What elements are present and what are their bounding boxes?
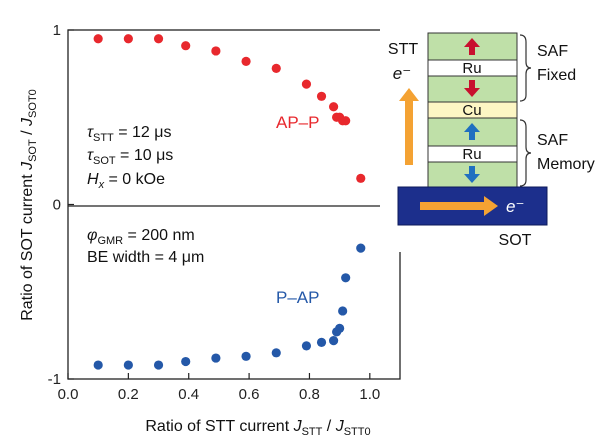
- x-tick-label: 0.0: [58, 386, 79, 403]
- series-ap-p: [93, 34, 366, 183]
- saf-fixed-sublabel: Fixed: [537, 67, 576, 84]
- layer-label-cu: Cu: [462, 102, 481, 119]
- data-point-p-ap: [211, 353, 221, 363]
- y-axis-label: Ratio of SOT current JSOT / JSOT0: [19, 89, 39, 321]
- layer-label-ru-bottom: Ru: [462, 146, 481, 163]
- magnetization-arrow-down-red-icon: [464, 80, 480, 97]
- stt-current-arrow-icon: [399, 88, 419, 165]
- annotation-tau-stt: τSTT = 12 μs: [87, 124, 171, 144]
- data-point-p-ap: [241, 351, 251, 361]
- data-point-p-ap: [341, 273, 351, 283]
- annotation-be-width: BE width = 4 μm: [87, 249, 204, 266]
- data-point-ap-p: [329, 102, 339, 112]
- data-point-ap-p: [153, 34, 164, 44]
- x-tick-label: 0.8: [299, 386, 320, 403]
- brace-saf-memory: [519, 119, 532, 187]
- data-point-ap-p: [301, 79, 312, 89]
- data-point-ap-p: [316, 91, 327, 101]
- x-tick-label: 0.6: [239, 386, 260, 403]
- y-tick-label: -1: [48, 371, 61, 388]
- plot-area: [67, 29, 401, 380]
- stt-electron-label: e⁻: [393, 64, 411, 83]
- data-point-ap-p: [356, 173, 366, 183]
- sot-label: SOT: [499, 232, 532, 249]
- data-point-p-ap: [335, 323, 345, 333]
- data-point-p-ap: [93, 360, 103, 370]
- brace-saf-fixed: [519, 34, 532, 102]
- data-point-ap-p: [271, 63, 281, 73]
- sot-electron-label: e⁻: [506, 197, 524, 216]
- magnetization-arrow-down-blue-icon: [464, 166, 480, 183]
- x-axis-ticks: 0.0 0.2 0.4 0.6 0.8 1.0: [58, 373, 380, 403]
- data-point-p-ap: [329, 336, 339, 346]
- x-tick-label: 1.0: [359, 386, 380, 403]
- series-label-ap-p: AP–P: [276, 113, 319, 132]
- saf-memory-label: SAF: [537, 132, 568, 149]
- layer-label-ru-top: Ru: [462, 60, 481, 77]
- data-point-ap-p: [181, 41, 191, 51]
- data-point-p-ap: [153, 360, 164, 370]
- annotation-phi: φGMR = 200 nm: [87, 227, 195, 247]
- series-label-p-ap: P–AP: [276, 288, 319, 307]
- series-p-ap: [93, 243, 366, 370]
- annotation-tau-sot: τSOT = 10 μs: [87, 147, 173, 167]
- plot-frame: [67, 29, 401, 380]
- data-point-p-ap: [301, 341, 312, 351]
- y-tick-label: 0: [53, 197, 61, 214]
- data-point-p-ap: [181, 356, 191, 367]
- data-point-ap-p: [241, 56, 251, 67]
- x-tick-label: 0.2: [118, 386, 139, 403]
- data-point-p-ap: [356, 243, 366, 253]
- annotation-hx: Hx = 0 kOe: [87, 171, 165, 191]
- sot-current-arrow-icon: [420, 196, 498, 216]
- data-point-ap-p: [123, 34, 133, 44]
- y-tick-label: 1: [53, 22, 61, 39]
- data-point-ap-p: [341, 116, 351, 126]
- magnetization-arrow-up-blue-icon: [464, 123, 480, 140]
- y-axis-ticks: 1 0 -1: [48, 22, 74, 388]
- magnetization-arrow-up-red-icon: [464, 38, 480, 55]
- x-tick-label: 0.4: [178, 386, 199, 403]
- saf-memory-sublabel: Memory: [537, 156, 595, 173]
- x-axis-label: Ratio of STT current JSTT / JSTT0: [145, 418, 370, 438]
- stt-label: STT: [388, 41, 418, 58]
- data-point-ap-p: [211, 46, 221, 56]
- saf-fixed-label: SAF: [537, 43, 568, 60]
- data-point-p-ap: [271, 348, 281, 358]
- data-point-p-ap: [123, 360, 133, 370]
- data-point-ap-p: [93, 34, 103, 44]
- device-diagram: Ru Cu Ru e⁻ STT e⁻ SAF Fixed: [380, 22, 600, 252]
- data-point-p-ap: [316, 337, 327, 347]
- data-point-p-ap: [338, 306, 348, 316]
